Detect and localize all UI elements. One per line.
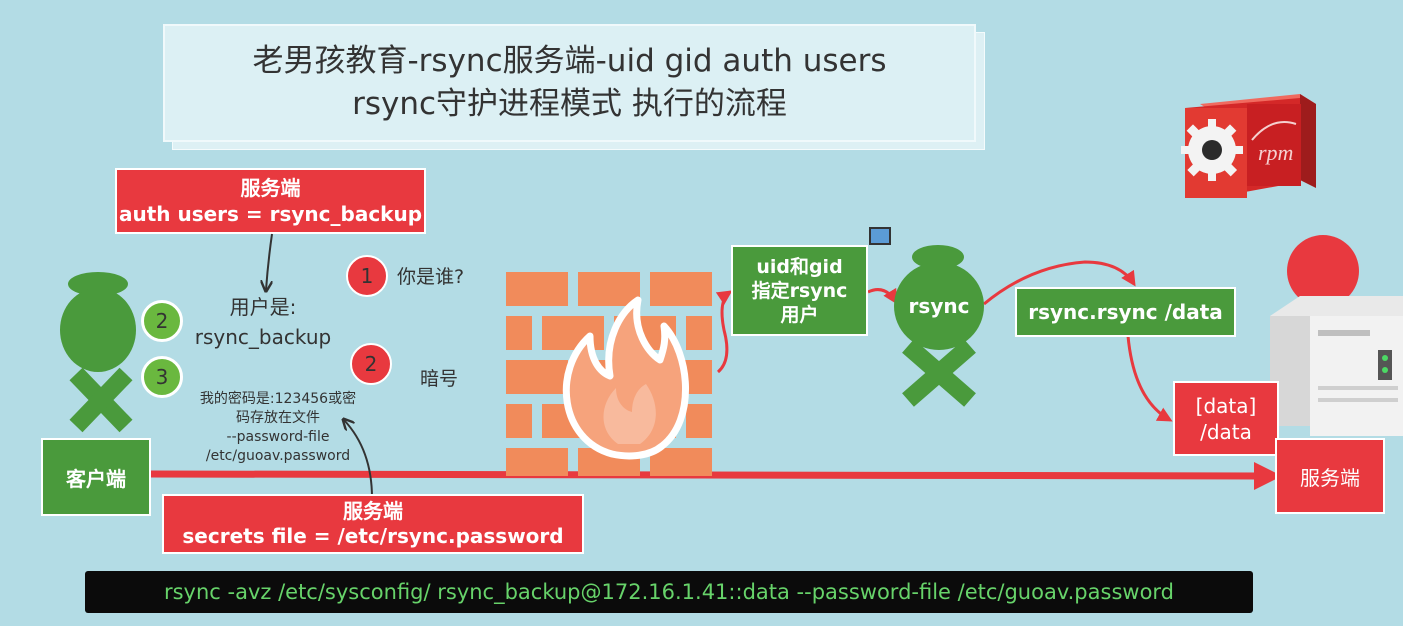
rsync-to-module-arrow bbox=[983, 260, 1136, 306]
main-arrow-head bbox=[1254, 462, 1282, 490]
module-label: rsync.rsync /data bbox=[1028, 300, 1223, 324]
uid-to-rsync-arrow bbox=[867, 287, 898, 305]
auth-box-setting: auth users = rsync_backup bbox=[118, 202, 423, 226]
flame-icon bbox=[562, 296, 689, 460]
auth-box-title: 服务端 bbox=[240, 176, 301, 200]
secrets-box-title: 服务端 bbox=[343, 499, 403, 523]
rsync-daemon-label: rsync bbox=[908, 294, 970, 318]
password-note-line-3: --password-file bbox=[226, 429, 330, 445]
server-box: 服务端 bbox=[1275, 438, 1385, 514]
auth-users-box: 服务端 auth users = rsync_backup bbox=[115, 168, 426, 234]
svg-text:rpm: rpm bbox=[1258, 140, 1293, 165]
small-square-marker bbox=[869, 227, 891, 245]
client-person-icon bbox=[60, 272, 136, 433]
command-text: rsync -avz /etc/sysconfig/ rsync_backup@… bbox=[163, 580, 1175, 604]
user-info-text: 用户是: rsync_backup bbox=[183, 292, 343, 352]
step-1-question: 你是谁? bbox=[397, 266, 465, 288]
password-note-line-4: /etc/guoav.password bbox=[205, 448, 351, 464]
user-info-name: rsync_backup bbox=[194, 325, 332, 349]
client-step-3-num: 3 bbox=[155, 365, 169, 389]
data-box-line-1: [data] bbox=[1195, 393, 1257, 418]
server-label: 服务端 bbox=[1300, 465, 1360, 490]
command-bar: rsync -avz /etc/sysconfig/ rsync_backup@… bbox=[85, 571, 1253, 613]
client-step-2-circle: 2 bbox=[141, 300, 183, 342]
title-line-2: rsync守护进程模式 执行的流程 bbox=[352, 86, 787, 122]
client-step-3-circle: 3 bbox=[141, 356, 183, 398]
secrets-to-password-arrow bbox=[344, 420, 373, 499]
client-step-2-num: 2 bbox=[155, 309, 169, 333]
title-box: 老男孩教育-rsync服务端-uid gid auth users rsync守… bbox=[163, 24, 976, 142]
client-box: 客户端 bbox=[41, 438, 151, 516]
rsync-daemon-head: rsync bbox=[894, 262, 984, 350]
server-tower-icon bbox=[1270, 235, 1403, 436]
secrets-file-box: 服务端 secrets file = /etc/rsync.password bbox=[162, 494, 584, 554]
password-note-line-2: 码存放在文件 bbox=[236, 410, 320, 426]
auth-to-user-arrow bbox=[266, 233, 273, 290]
client-label: 客户端 bbox=[66, 466, 126, 491]
firewall-to-uid-arrow bbox=[715, 290, 733, 374]
uid-box-line-2: 指定rsync bbox=[751, 279, 848, 302]
uid-box-line-3: 用户 bbox=[780, 303, 819, 326]
password-note: 我的密码是:123456或密 码存放在文件 --password-file /e… bbox=[183, 390, 373, 466]
server-step-1-circle: 1 bbox=[346, 255, 388, 297]
title-line-1: 老男孩教育-rsync服务端-uid gid auth users bbox=[252, 43, 887, 79]
password-note-line-1: 我的密码是:123456或密 bbox=[199, 391, 357, 407]
module-to-data-arrow bbox=[1126, 335, 1173, 422]
rsync-module-box: rsync.rsync /data bbox=[1015, 287, 1236, 337]
secrets-box-setting: secrets file = /etc/rsync.password bbox=[182, 524, 564, 548]
server-step-1-num: 1 bbox=[360, 264, 374, 288]
user-info-label: 用户是: bbox=[229, 295, 297, 319]
uid-gid-box: uid和gid 指定rsync 用户 bbox=[731, 245, 868, 336]
uid-box-line-1: uid和gid bbox=[756, 255, 843, 278]
server-step-2-circle: 2 bbox=[350, 343, 392, 385]
server-step-2-num: 2 bbox=[364, 352, 378, 376]
data-box-line-2: /data bbox=[1200, 419, 1252, 444]
data-dir-box: [data] /data bbox=[1173, 381, 1279, 456]
step-2-passphrase: 暗号 bbox=[420, 368, 459, 390]
